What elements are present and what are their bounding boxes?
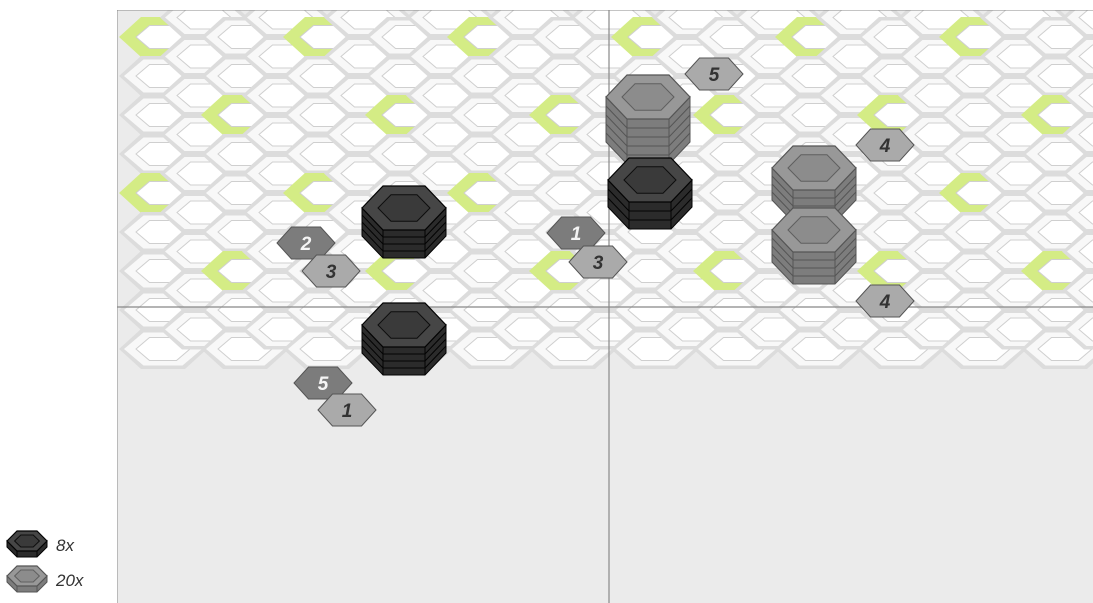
legend-item: 20x [7,566,84,592]
stack-grey-top-center [606,75,690,164]
grey-piece-icon [7,566,47,592]
legend-label: 8x [56,536,74,555]
dark-piece-icon [7,531,47,557]
number-badge-label: 5 [318,374,329,395]
game-board [117,0,1093,603]
number-badge-label: 3 [326,262,337,283]
stack-dark-upper-left [362,186,446,258]
legend-label: 20x [55,571,84,590]
number-badge-label: 4 [879,292,891,313]
hex-grid [119,0,1093,369]
number-badge-label: 1 [342,401,353,422]
stack-dark-center [608,158,692,229]
number-badge-label: 1 [571,224,582,245]
stack-grey-right-bottom [772,208,856,284]
number-badge-label: 3 [593,253,604,274]
legend-item: 8x [7,531,74,557]
legend: 8x 20x [7,531,84,592]
number-badge-label: 2 [300,234,312,255]
number-badge-label: 5 [709,65,720,86]
stack-dark-lower-left [362,303,446,375]
number-badge-label: 4 [879,136,891,157]
